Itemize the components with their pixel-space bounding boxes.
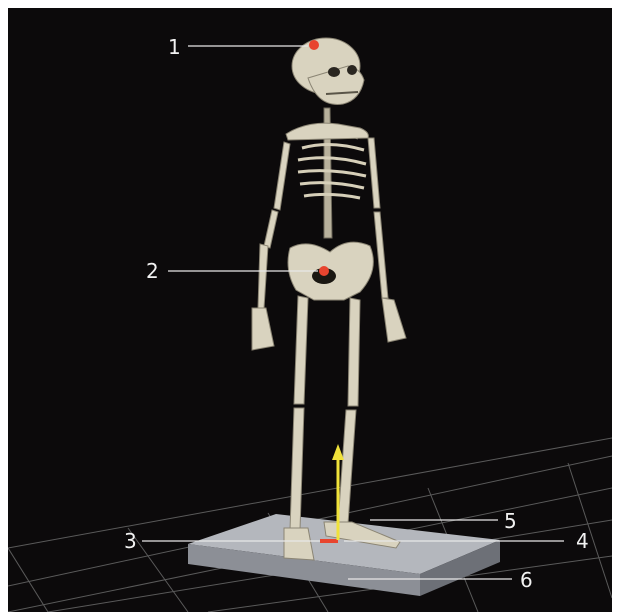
center-of-pressure-marker — [320, 539, 338, 543]
skull — [292, 38, 364, 104]
skeleton — [252, 38, 406, 560]
callout-5: 5 — [504, 509, 517, 533]
callout-2: 2 — [146, 259, 159, 283]
pelvis-marker — [319, 266, 329, 276]
head-marker — [309, 40, 319, 50]
callout-3: 3 — [124, 529, 137, 553]
callout-6: 6 — [520, 568, 533, 592]
skeleton-scene: 1 2 3 4 5 6 — [8, 8, 612, 612]
callout-4: 4 — [576, 529, 589, 553]
scene-canvas: 1 2 3 4 5 6 — [8, 8, 612, 612]
callout-1: 1 — [168, 35, 181, 59]
